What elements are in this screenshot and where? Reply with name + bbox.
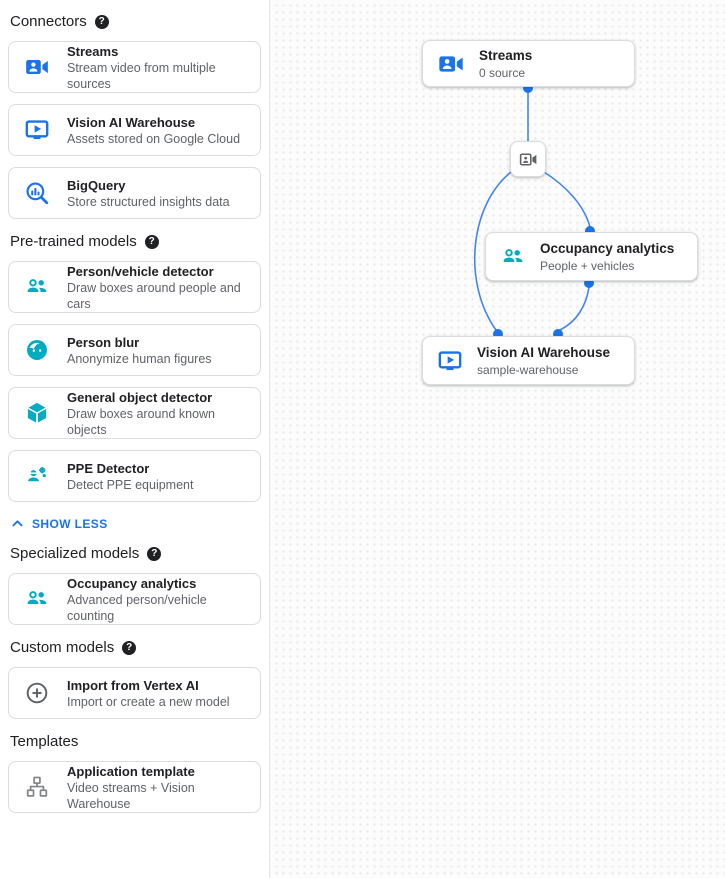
node-vision-ai-warehouse[interactable]: Vision AI Warehouse sample-warehouse xyxy=(422,336,635,385)
display-play-icon xyxy=(437,348,463,374)
card-desc: Detect PPE equipment xyxy=(67,477,194,492)
card-desc: Store structured insights data xyxy=(67,194,230,209)
help-icon[interactable]: ? xyxy=(147,546,162,561)
help-icon[interactable]: ? xyxy=(122,640,137,655)
card-desc: Advanced person/vehicle counting xyxy=(67,592,207,623)
node-stream-instance[interactable] xyxy=(510,141,546,177)
node-title: Streams xyxy=(479,47,533,63)
palette-card-occupancy-analytics[interactable]: Occupancy analytics Advanced person/vehi… xyxy=(8,573,261,625)
section-connectors-label: Connectors xyxy=(10,13,87,30)
card-title: Import from Vertex AI xyxy=(67,677,199,693)
node-subtitle: People + vehicles xyxy=(540,258,635,273)
component-palette-sidebar: Connectors ? Streams Stream video from m… xyxy=(0,0,269,878)
palette-card-import-vertex-ai[interactable]: Import from Vertex AI Import or create a… xyxy=(8,667,261,719)
people-group-icon xyxy=(500,244,526,270)
card-title: Application template xyxy=(67,763,195,779)
section-connectors: Connectors ? xyxy=(10,12,259,31)
card-desc: Anonymize human figures xyxy=(67,351,212,366)
card-title: BigQuery xyxy=(67,177,126,193)
palette-card-general-object-detector[interactable]: General object detector Draw boxes aroun… xyxy=(8,387,261,439)
node-title: Vision AI Warehouse xyxy=(477,344,611,360)
videocam-icon xyxy=(437,50,465,78)
palette-card-application-template[interactable]: Application template Video streams + Vis… xyxy=(8,761,261,813)
palette-card-bigquery[interactable]: BigQuery Store structured insights data xyxy=(8,167,261,219)
card-title: PPE Detector xyxy=(67,460,150,476)
card-title: Person blur xyxy=(67,334,140,350)
display-play-icon xyxy=(23,116,51,144)
section-specialized-label: Specialized models xyxy=(10,545,140,562)
palette-card-vision-warehouse[interactable]: Vision AI Warehouse Assets stored on Goo… xyxy=(8,104,261,156)
bigquery-icon xyxy=(23,179,51,207)
ppe-person-icon xyxy=(23,462,51,490)
palette-card-person-blur[interactable]: Person blur Anonymize human figures xyxy=(8,324,261,376)
section-templates: Templates xyxy=(10,732,259,751)
add-circle-icon xyxy=(23,679,51,707)
face-icon xyxy=(23,336,51,364)
people-group-icon xyxy=(23,585,51,613)
section-custom-models: Custom models ? xyxy=(10,638,259,657)
card-title: Person/vehicle detector xyxy=(67,263,214,279)
node-title: Occupancy analytics xyxy=(540,240,675,256)
card-desc: Draw boxes around known objects xyxy=(67,406,215,437)
node-streams[interactable]: Streams 0 source xyxy=(422,40,635,87)
videocam-outline-icon xyxy=(518,149,539,170)
people-group-icon xyxy=(23,273,51,301)
node-subtitle: 0 source xyxy=(479,65,526,80)
section-pretrained-models: Pre-trained models ? xyxy=(10,232,259,251)
cube-icon xyxy=(23,399,51,427)
chevron-up-icon xyxy=(10,516,25,531)
card-desc: Stream video from multiple sources xyxy=(67,60,216,91)
tree-diagram-icon xyxy=(23,773,51,801)
show-less-label: SHOW LESS xyxy=(32,516,108,531)
help-icon[interactable]: ? xyxy=(94,14,109,29)
node-occupancy-analytics[interactable]: Occupancy analytics People + vehicles xyxy=(485,232,698,281)
palette-card-person-vehicle-detector[interactable]: Person/vehicle detector Draw boxes aroun… xyxy=(8,261,261,313)
node-subtitle: sample-warehouse xyxy=(477,362,579,377)
palette-card-ppe-detector[interactable]: PPE Detector Detect PPE equipment xyxy=(8,450,261,502)
card-title: General object detector xyxy=(67,389,213,405)
card-title: Streams xyxy=(67,43,119,59)
section-templates-label: Templates xyxy=(10,733,79,750)
graph-edges xyxy=(473,83,595,339)
card-title: Occupancy analytics xyxy=(67,575,197,591)
graph-canvas[interactable]: Streams 0 source Occupancy analytics P xyxy=(269,0,725,878)
palette-card-streams[interactable]: Streams Stream video from multiple sourc… xyxy=(8,41,261,93)
show-less-toggle[interactable]: SHOW LESS xyxy=(10,516,259,531)
card-desc: Assets stored on Google Cloud xyxy=(67,131,241,146)
help-icon[interactable]: ? xyxy=(144,234,159,249)
card-desc: Import or create a new model xyxy=(67,694,230,709)
card-desc: Draw boxes around people and cars xyxy=(67,280,241,311)
card-title: Vision AI Warehouse xyxy=(67,114,196,130)
section-custom-label: Custom models xyxy=(10,639,115,656)
section-pretrained-label: Pre-trained models xyxy=(10,233,137,250)
card-desc: Video streams + Vision Warehouse xyxy=(67,780,195,811)
videocam-icon xyxy=(23,53,51,81)
section-specialized-models: Specialized models ? xyxy=(10,544,259,563)
